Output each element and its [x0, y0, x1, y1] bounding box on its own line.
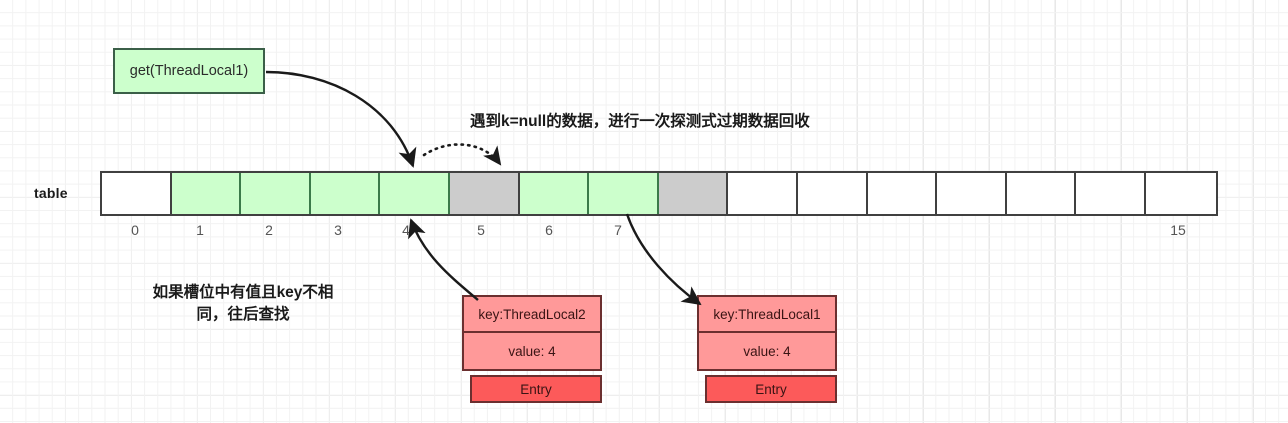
- entry-threadlocal1-value: value: 4: [697, 333, 837, 371]
- index-label-3: 3: [334, 222, 342, 238]
- annotation-linear-probe: 如果槽位中有值且key不相 同，往后查找: [114, 282, 372, 327]
- table-cell-14: [1076, 173, 1146, 214]
- table-cell-2: [241, 173, 311, 214]
- index-label-6: 6: [545, 222, 553, 238]
- arrow-get-to-slot4: [265, 70, 417, 168]
- entry-threadlocal1-key: key:ThreadLocal1: [697, 295, 837, 333]
- table-cell-8: [658, 173, 729, 214]
- table-cell-11: [867, 173, 938, 214]
- table-cell-1: [171, 173, 242, 214]
- table-cell-0: [102, 173, 172, 214]
- arrow-probe-slot4-to-slot5: [422, 143, 502, 166]
- table-cell-12: [937, 173, 1007, 214]
- entry-threadlocal2: key:ThreadLocal2 value: 4 Entry: [462, 295, 602, 403]
- entry-threadlocal1: key:ThreadLocal1 value: 4 Entry: [697, 295, 837, 403]
- table-cell-7: [589, 173, 659, 214]
- entry-threadlocal2-key: key:ThreadLocal2: [462, 295, 602, 333]
- table-cell-4: [380, 173, 450, 214]
- table-cell-15: [1145, 173, 1216, 214]
- table-slot-array: [100, 171, 1218, 216]
- index-label-1: 1: [196, 222, 204, 238]
- get-threadlocal-label: get(ThreadLocal1): [129, 63, 249, 79]
- table-cell-3: [310, 173, 381, 214]
- annotation-linear-probe-line2: 同，往后查找: [196, 306, 290, 324]
- entry-threadlocal1-label: Entry: [705, 375, 837, 403]
- table-cell-10: [797, 173, 868, 214]
- index-label-2: 2: [265, 222, 273, 238]
- annotation-stale-cleanup: 遇到k=null的数据，进行一次探测式过期数据回收: [470, 113, 810, 130]
- entry-threadlocal2-label: Entry: [470, 375, 602, 403]
- index-label-5: 5: [477, 222, 485, 238]
- get-threadlocal-box: get(ThreadLocal1): [113, 48, 265, 94]
- entry-threadlocal2-value: value: 4: [462, 333, 602, 371]
- table-cell-5: [449, 173, 520, 214]
- table-cell-13: [1006, 173, 1077, 214]
- table-label: table: [34, 185, 68, 201]
- index-label-0: 0: [131, 222, 139, 238]
- index-label-15: 15: [1170, 222, 1186, 238]
- index-label-7: 7: [614, 222, 622, 238]
- table-cell-9: [728, 173, 798, 214]
- index-label-4: 4: [402, 222, 410, 238]
- annotation-linear-probe-line1: 如果槽位中有值且key不相: [152, 284, 334, 301]
- table-cell-6: [519, 173, 590, 214]
